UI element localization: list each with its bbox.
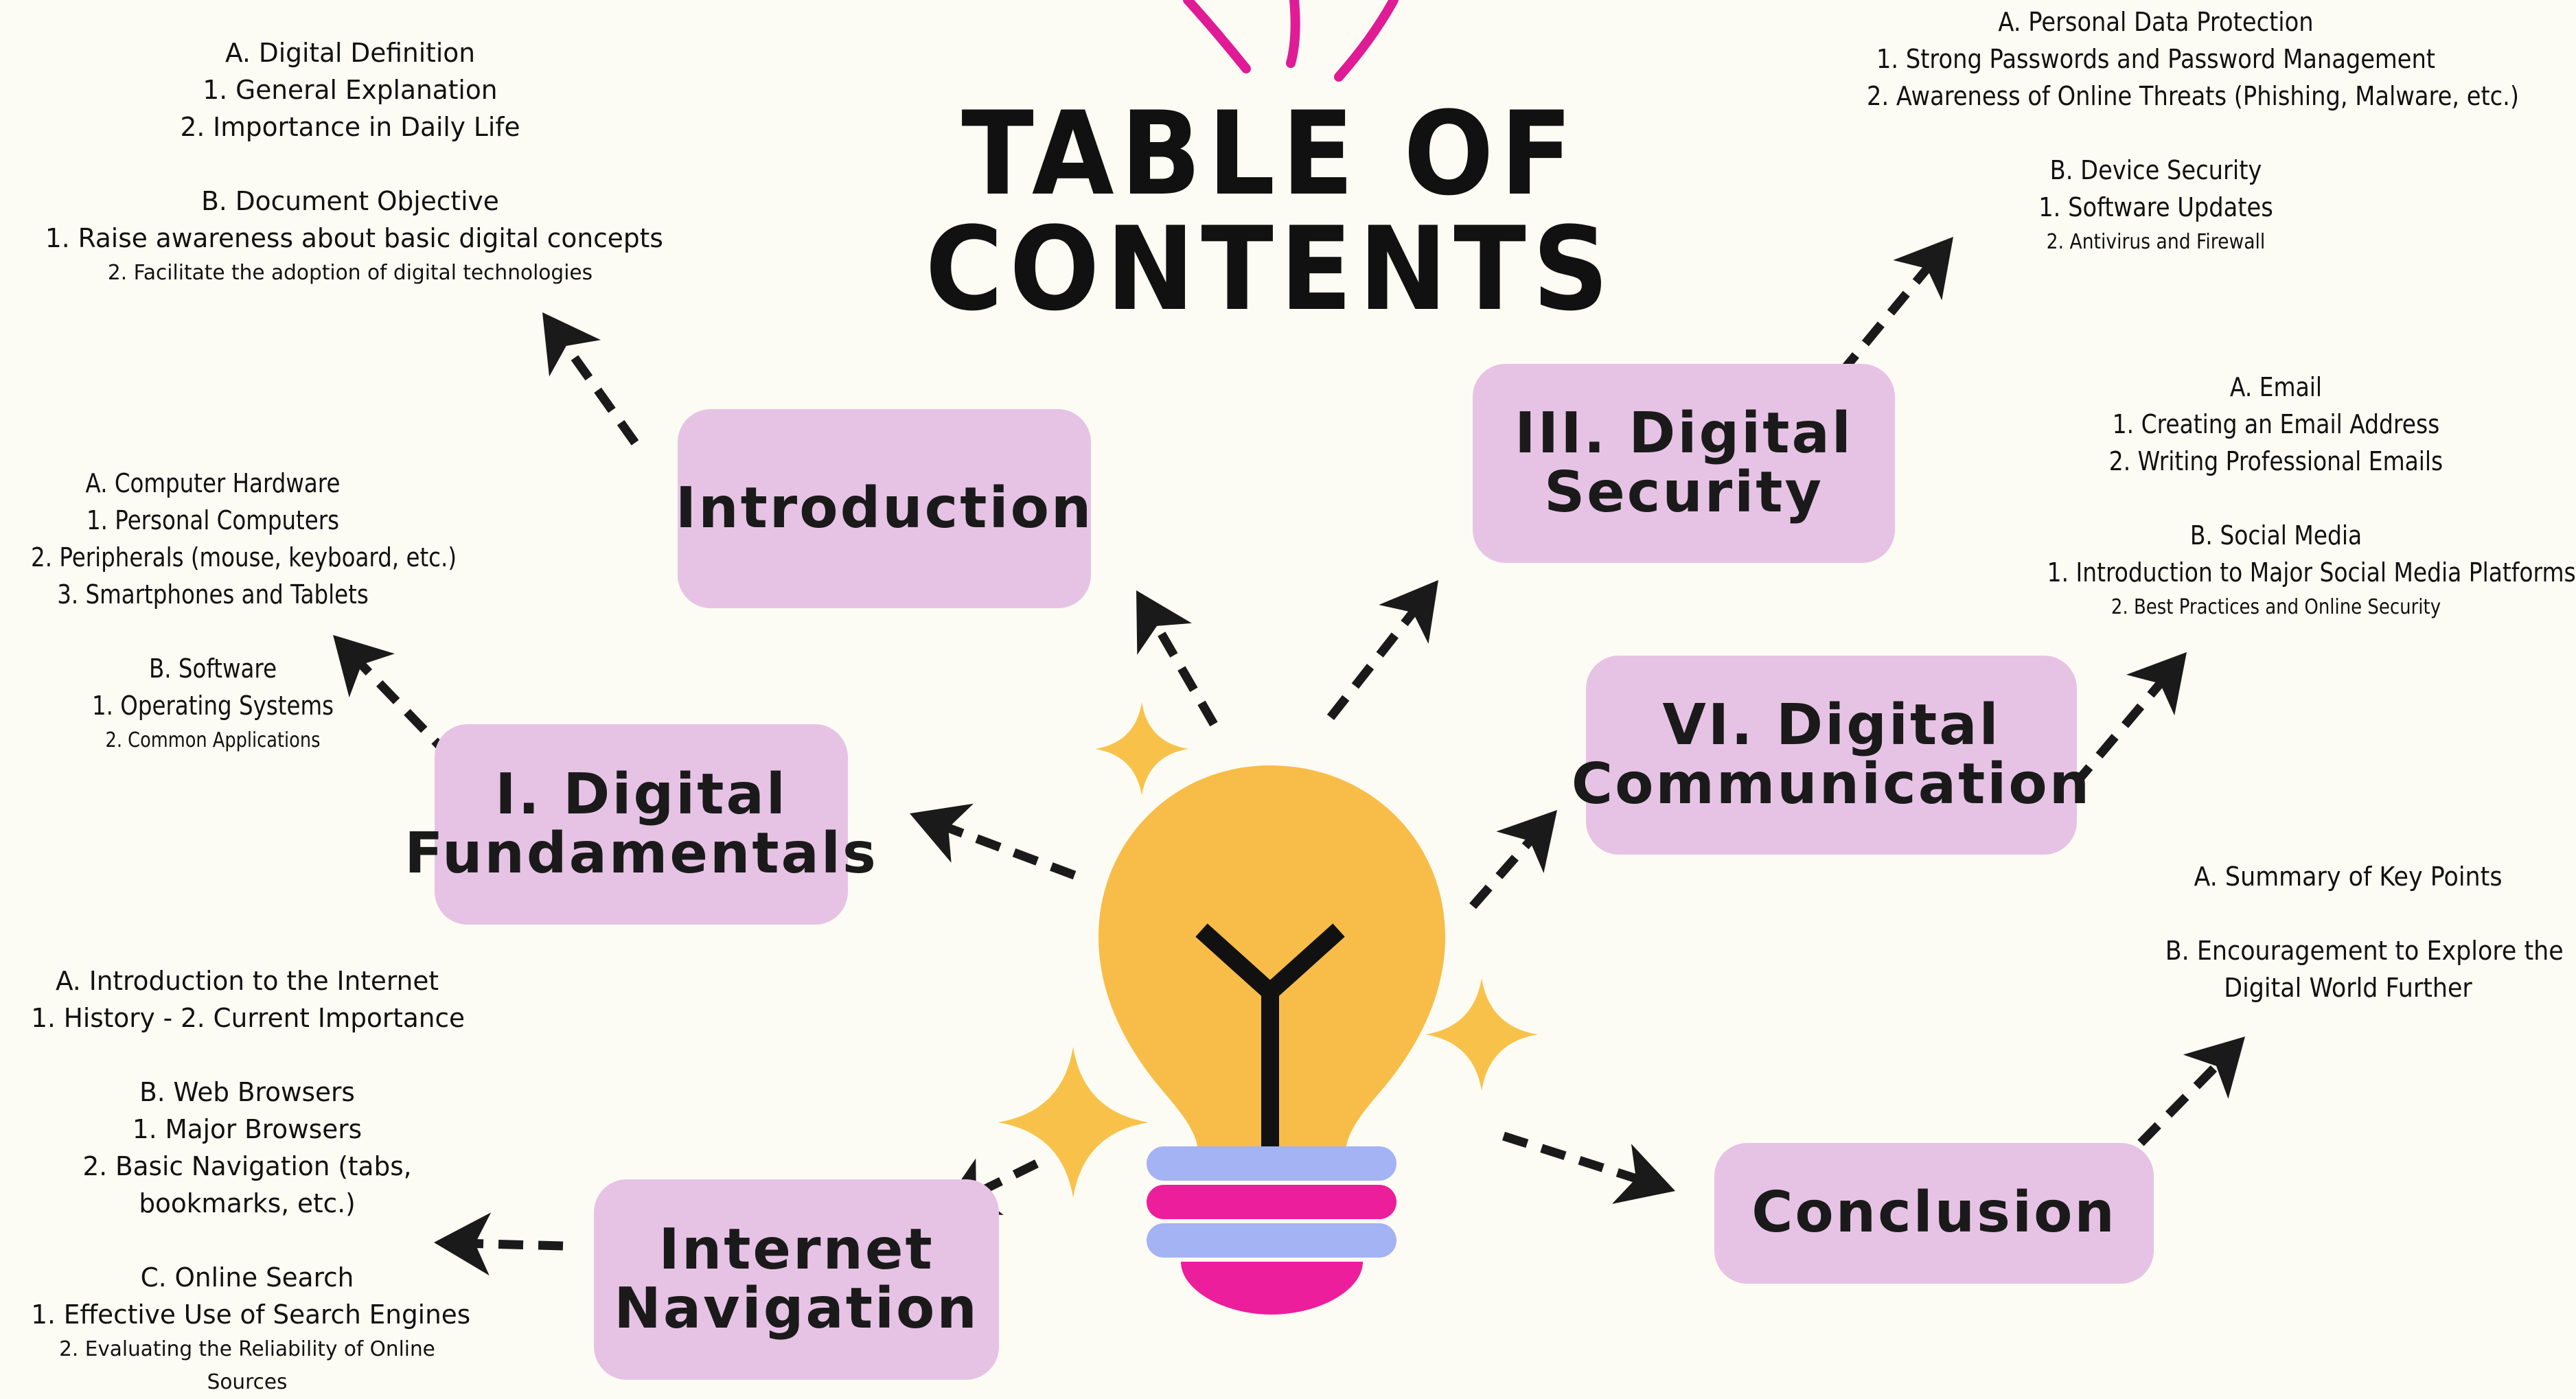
- section-title-line: Introduction: [675, 475, 1094, 541]
- note-heading: B. Device Security: [2049, 155, 2262, 185]
- section-title-line: III. Digital: [1515, 400, 1853, 466]
- section-title-line: Security: [1544, 460, 1824, 525]
- note-item: 2. Best Practices and Online Security: [2111, 595, 2441, 619]
- connector-dashed-line: [1469, 836, 1534, 910]
- note-heading: B. Document Objective: [201, 186, 499, 216]
- connector-dashed-line: [1502, 1131, 1640, 1183]
- connector-dashed-line: [1152, 622, 1218, 727]
- note-item: 1. Strong Passwords and Password Managem…: [1876, 44, 2436, 74]
- connector-dashed-line: [561, 342, 639, 446]
- arrowhead-icon: [434, 1212, 492, 1276]
- note-item: 1. Personal Computers: [86, 505, 340, 535]
- note-heading: B. Social Media: [2189, 520, 2362, 551]
- notes-fundamentals: A. Computer Hardware 1. Personal Compute…: [31, 465, 457, 757]
- connector-dashed-line: [357, 660, 455, 762]
- arrowhead-icon: [1379, 580, 1438, 644]
- note-heading: A. Summary of Key Points: [2194, 862, 2503, 892]
- section-fundamentals-box[interactable]: I. Digital Fundamentals: [404, 724, 876, 925]
- arrowhead-icon: [2183, 1037, 2245, 1099]
- note-item: 1. Raise awareness about basic digital c…: [45, 223, 663, 253]
- section-title-line: VI. Digital: [1662, 692, 2001, 758]
- section-conclusion-box[interactable]: Conclusion: [1714, 1143, 2154, 1284]
- note-heading: A. Email: [2229, 372, 2323, 402]
- sparkle-icon: [1095, 702, 1188, 796]
- notes-conclusion: A. Summary of Key Points B. Encouragemen…: [2165, 858, 2564, 1006]
- connector-dashed-line: [2137, 1061, 2221, 1146]
- note-item: bookmarks, etc.): [139, 1188, 356, 1218]
- note-item: 2. Peripherals (mouse, keyboard, etc.): [31, 542, 457, 573]
- section-title-line: Conclusion: [1751, 1180, 2117, 1246]
- light-rays-icon: [1183, 0, 1399, 82]
- sparkle-icon: [1425, 978, 1538, 1091]
- arrowhead-icon: [1496, 810, 1557, 873]
- notes-introduction: A. Digital Definition 1. General Explana…: [45, 34, 663, 290]
- section-introduction-box[interactable]: Introduction: [675, 409, 1094, 608]
- page-title: TABLE OF CONTENTS: [925, 86, 1615, 336]
- notes-communication: A. Email 1. Creating an Email Address 2.…: [2047, 369, 2576, 624]
- note-heading: A. Personal Data Protection: [1998, 7, 2314, 37]
- arrowhead-icon: [2126, 652, 2187, 716]
- arrowhead-icon: [542, 312, 601, 377]
- notes-internet: A. Introduction to the Internet 1. Histo…: [31, 962, 471, 1399]
- note-item: 2. Writing Professional Emails: [2108, 446, 2443, 476]
- arrowhead-icon: [1136, 590, 1192, 656]
- arrowhead-icon: [910, 803, 974, 863]
- arrowhead-icon: [1611, 1144, 1675, 1204]
- note-heading: A. Introduction to the Internet: [56, 966, 439, 996]
- connector-dashed-line: [945, 823, 1077, 880]
- note-item: 2. Common Applications: [105, 728, 321, 752]
- connector-dashed-line: [1326, 608, 1418, 721]
- note-item: 1. Introduction to Major Social Media Pl…: [2047, 557, 2576, 588]
- note-item: 1. Major Browsers: [132, 1114, 363, 1144]
- section-communication-box[interactable]: VI. Digital Communication: [1572, 656, 2089, 855]
- arrowhead-icon: [333, 635, 395, 697]
- note-item: 1. History - 2. Current Importance: [31, 1003, 465, 1033]
- note-item: Digital World Further: [2224, 973, 2472, 1003]
- note-heading: A. Computer Hardware: [85, 468, 341, 498]
- note-item: 2. Evaluating the Reliability of Online: [59, 1337, 435, 1361]
- note-item: 3. Smartphones and Tablets: [57, 579, 369, 610]
- section-title-line: Communication: [1571, 752, 2092, 817]
- section-security-box[interactable]: III. Digital Security: [1473, 364, 1895, 563]
- note-item: 1. Effective Use of Search Engines: [31, 1299, 471, 1330]
- section-internet-box[interactable]: Internet Navigation: [594, 1179, 999, 1380]
- note-heading: C. Online Search: [140, 1262, 354, 1293]
- arrowhead-icon: [1893, 237, 1953, 301]
- section-title-line: Internet: [658, 1216, 934, 1282]
- note-item: 1. Creating an Email Address: [2112, 409, 2440, 439]
- connector-dashed-line: [2070, 679, 2165, 789]
- connector-dashed-line: [1836, 264, 1932, 378]
- notes-security: A. Personal Data Protection 1. Strong Pa…: [1867, 3, 2520, 259]
- note-heading: B. Software: [148, 654, 277, 684]
- note-item: 2. Facilitate the adoption of digital te…: [107, 261, 593, 285]
- section-title-line: Fundamentals: [404, 821, 878, 886]
- connector-dashed-line: [473, 1239, 564, 1251]
- note-item: 2. Importance in Daily Life: [180, 112, 520, 142]
- note-item: 2. Basic Navigation (tabs,: [82, 1151, 412, 1181]
- note-item: 1. Software Updates: [2038, 192, 2273, 222]
- note-item: 1. General Explanation: [203, 75, 498, 105]
- note-heading: B. Encouragement to Explore the: [2165, 936, 2564, 966]
- note-item: 2. Antivirus and Firewall: [2046, 230, 2266, 254]
- lightbulb-icon: [1099, 765, 1445, 1315]
- note-item: 2. Awareness of Online Threats (Phishing…: [1867, 81, 2520, 111]
- note-heading: B. Web Browsers: [139, 1077, 355, 1107]
- note-item: 1. Operating Systems: [91, 691, 334, 721]
- note-heading: A. Digital Definition: [225, 38, 475, 68]
- note-item: Sources: [207, 1370, 288, 1394]
- section-title-line: Navigation: [614, 1276, 979, 1341]
- section-title-line: I. Digital: [495, 761, 787, 827]
